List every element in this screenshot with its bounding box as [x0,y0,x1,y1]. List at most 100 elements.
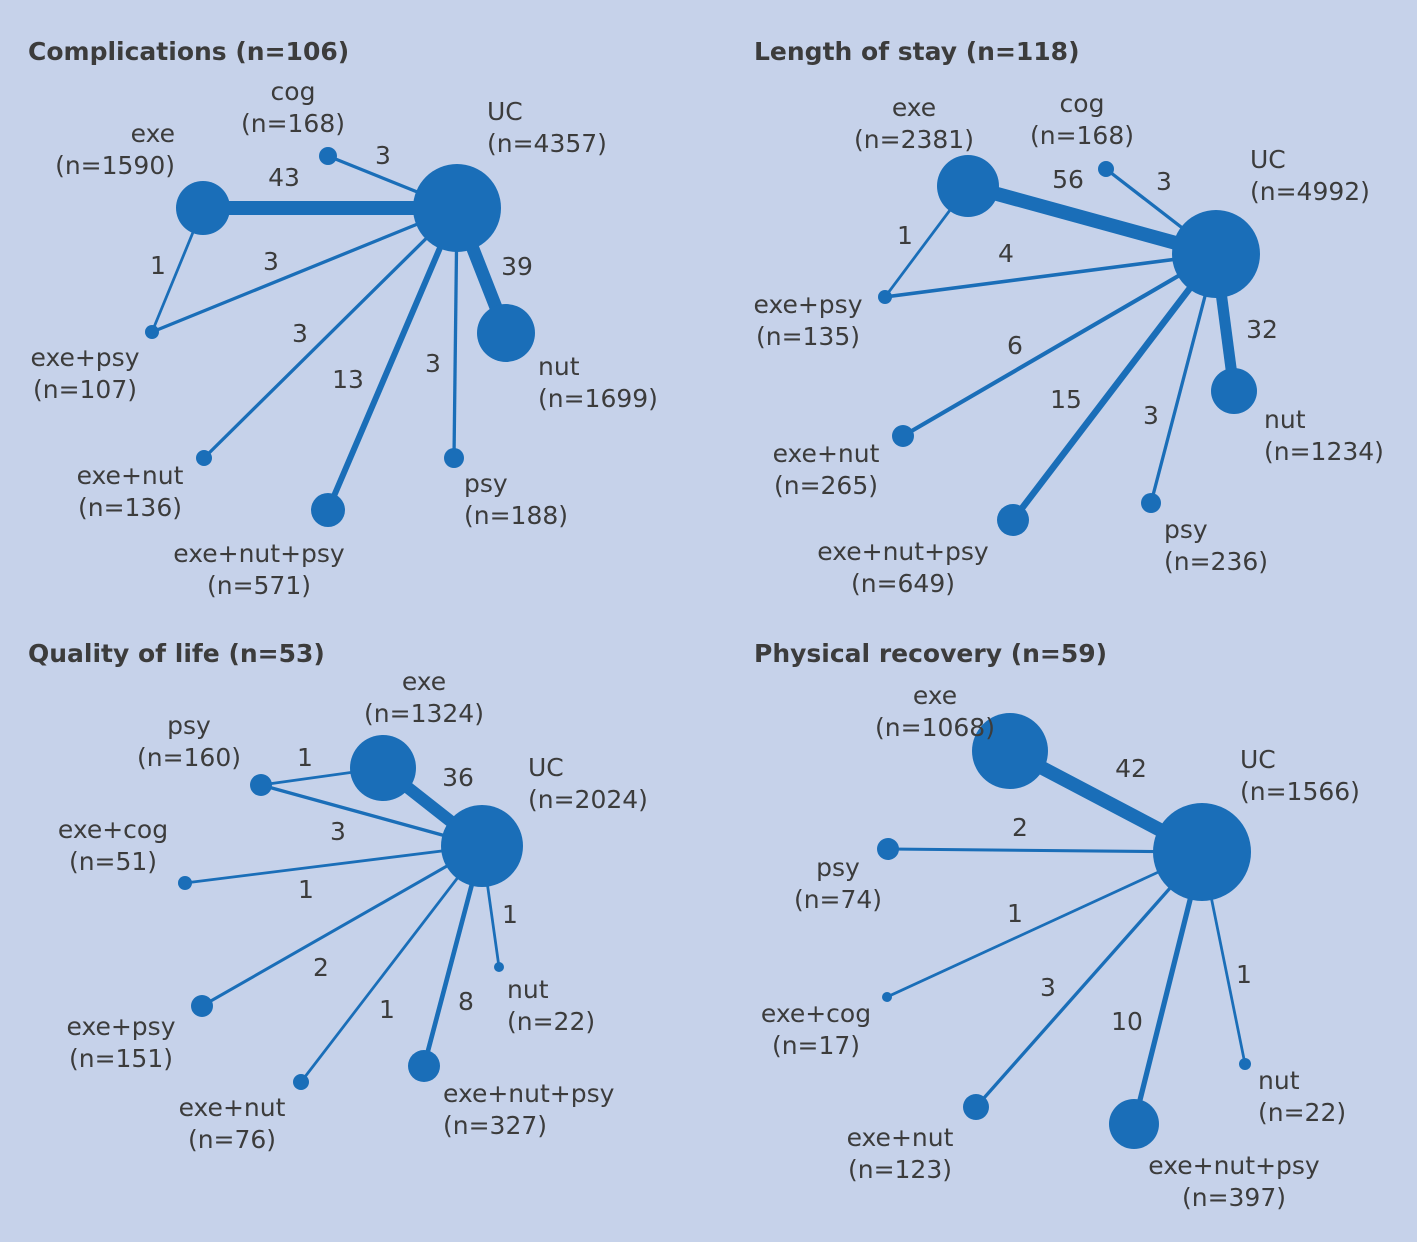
node-label: exe+nut+psy [817,537,989,566]
node-sample-size: (n=151) [69,1044,173,1073]
node-label: psy [816,853,860,882]
node-execog [178,876,192,890]
edge-study-count: 32 [1246,315,1278,344]
node-exe [176,181,230,235]
edge-UC-exenut [202,206,459,460]
edge-study-count: 1 [502,900,518,929]
edge-UC-execog [886,850,1203,999]
edge-study-count: 43 [268,163,300,192]
panel-title: Complications (n=106) [28,37,349,66]
edge-study-count: 10 [1111,1007,1143,1036]
node-label: exe [892,93,936,122]
node-sample-size: (n=135) [756,322,860,351]
node-sample-size: (n=22) [507,1007,595,1036]
node-sample-size: (n=160) [137,743,241,772]
node-exepsy [145,325,159,339]
edge-UC-exenut [299,845,484,1083]
node-label: exe+cog [761,999,871,1028]
node-sample-size: (n=1324) [364,699,484,728]
node-exepsy [191,995,213,1017]
node-sample-size: (n=4992) [1250,177,1370,206]
nodes: UC (n=4992) exe (n=2381) cog (n=168) exe+psy (n… [754,89,1384,598]
node-exenut [196,450,212,466]
edge-UC-execog [184,844,483,885]
edge-study-count: 13 [332,365,364,394]
node-sample-size: (n=22) [1258,1098,1346,1127]
node-psy [1141,493,1161,513]
edge-UC-exenutpsy [1010,252,1219,522]
node-nut [494,962,504,972]
node-exenut [892,425,914,447]
edge-study-count: 1 [150,251,166,280]
node-cog [1098,161,1114,177]
node-label: exe+nut [179,1093,286,1122]
edge-study-count: 3 [1143,401,1159,430]
node-sample-size: (n=17) [772,1031,860,1060]
node-label: exe+psy [754,290,863,319]
node-label: UC [1250,145,1286,174]
node-UC [1153,803,1251,901]
node-sample-size: (n=123) [848,1155,952,1184]
node-sample-size: (n=107) [33,375,137,404]
node-sample-size: (n=1234) [1264,437,1384,466]
edge-UC-exenut [974,850,1204,1109]
node-sample-size: (n=76) [188,1125,276,1154]
node-label: UC [1240,745,1276,774]
edge-study-count: 3 [375,141,391,170]
edge-UC-exepsy [884,252,1217,299]
edge-study-count: 3 [330,817,346,846]
node-label: exe+psy [67,1012,176,1041]
node-exe [350,735,416,801]
node-sample-size: (n=4357) [487,129,607,158]
node-label: cog [271,77,316,106]
node-exe [937,155,999,217]
node-label: exe [913,681,957,710]
node-label: nut [538,352,580,381]
edge-study-count: 6 [1007,331,1023,360]
node-exenutpsy [1109,1099,1159,1149]
node-sample-size: (n=188) [464,501,568,530]
node-exenutpsy [311,493,345,527]
node-sample-size: (n=1699) [538,384,658,413]
node-sample-size: (n=51) [69,847,157,876]
node-sample-size: (n=265) [774,471,878,500]
node-sample-size: (n=2381) [854,125,974,154]
node-cog [319,147,337,165]
edge-study-count: 39 [501,252,533,281]
edge-study-count: 1 [297,743,313,772]
edge-study-count: 15 [1050,385,1082,414]
node-sample-size: (n=136) [78,493,182,522]
node-sample-size: (n=397) [1182,1183,1286,1212]
node-nut [477,304,535,362]
node-label: nut [1264,405,1306,434]
node-label: exe+nut+psy [173,539,345,568]
node-execog [882,992,892,1002]
edge-study-count: 1 [897,221,913,250]
edge-UC-exepsy [151,206,458,334]
node-label: psy [1164,515,1208,544]
node-sample-size: (n=1068) [875,713,995,742]
edge-study-count: 3 [1040,973,1056,1002]
nodes: UC(n=1566)exe(n=1068)psy(n=74)exe+cog(n=… [761,681,1360,1212]
node-label: exe+psy [31,343,140,372]
panel-complications: Complications (n=106)43339313133UC(n=435… [28,37,658,600]
node-label: psy [167,711,211,740]
node-UC [1172,210,1260,298]
panel-title: Length of stay (n=118) [754,37,1080,66]
node-sample-size: (n=74) [794,885,882,914]
node-label: UC [528,753,564,782]
node-sample-size: (n=327) [443,1111,547,1140]
node-sample-size: (n=236) [1164,547,1268,576]
edge-study-count: 2 [313,953,329,982]
edge-study-count: 36 [442,763,474,792]
node-UC [413,164,501,252]
node-exepsy [878,290,892,304]
node-label: cog [1060,89,1105,118]
node-sample-size: (n=2024) [528,785,648,814]
node-exe [972,713,1048,789]
node-sample-size: (n=168) [1030,121,1134,150]
node-exenut [963,1094,989,1120]
edge-study-count: 3 [292,319,308,348]
